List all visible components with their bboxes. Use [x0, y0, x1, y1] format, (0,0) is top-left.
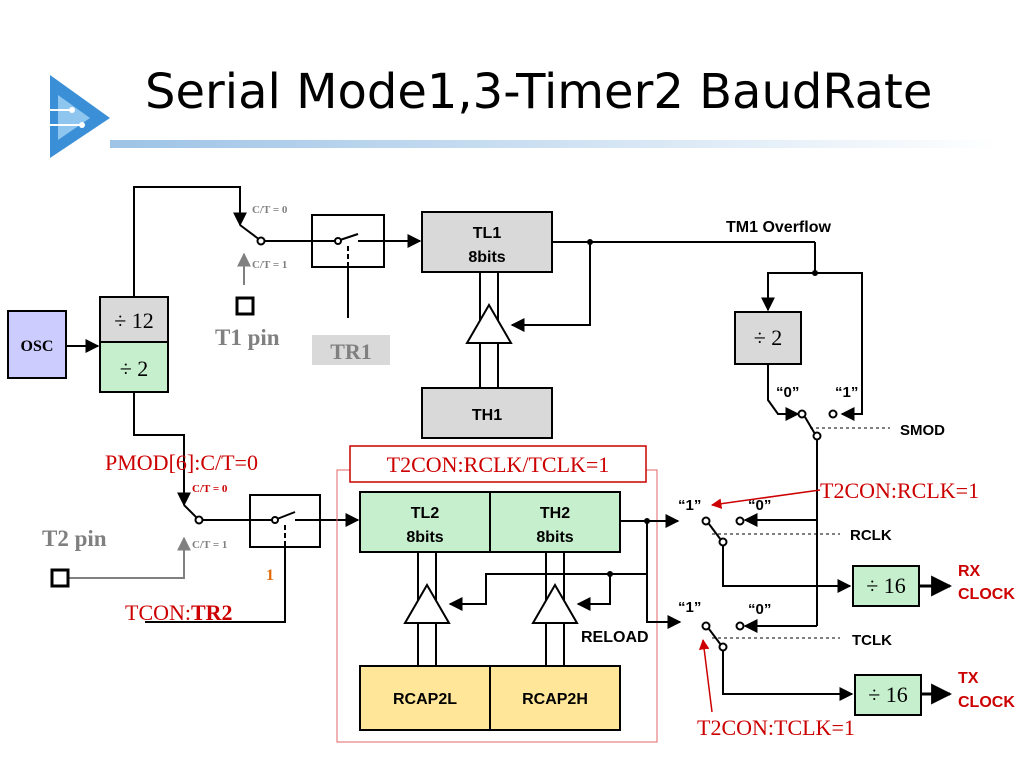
tr2-one-label: 1: [266, 567, 274, 584]
rcap2l-label: RCAP2L: [393, 691, 457, 708]
tx-clock-line2: CLOCK: [958, 694, 1015, 711]
smod-q0-label: “0”: [776, 384, 799, 401]
tx-clock-line1: TX: [958, 670, 979, 687]
div16-tx-label: ÷ 16: [868, 682, 908, 707]
th1-label: TH1: [472, 407, 502, 424]
tl2-block: [359, 491, 491, 553]
div16-rx-label: ÷ 16: [866, 573, 906, 598]
reload-label: RELOAD: [581, 629, 649, 646]
div12-label: ÷ 12: [114, 308, 154, 333]
rcap2h-label: RCAP2H: [522, 691, 588, 708]
t2-pin-icon: [50, 568, 70, 588]
tl1-line1: TL1: [473, 225, 502, 242]
div2-gray-label: ÷ 2: [754, 325, 783, 350]
ct0-top-label: C/T = 0: [252, 204, 288, 216]
tl1-line2: 8bits: [468, 249, 505, 266]
rcap2l-block: [359, 665, 491, 731]
tr1-label: TR1: [330, 339, 372, 364]
t1-pin-icon: [235, 296, 255, 316]
rx-clock-line2: CLOCK: [958, 586, 1015, 603]
tcon-tr2-label: TCON:TR2: [125, 600, 233, 625]
rclk-label: RCLK: [850, 527, 892, 544]
tclk-label: TCLK: [852, 632, 892, 649]
rclk-q0-label: “0”: [748, 497, 771, 514]
t2con-rclk-label: T2CON:RCLK=1: [820, 478, 979, 503]
tcon-tr2: TR2: [191, 600, 233, 625]
t2con-rclk-tclk-label: T2CON:RCLK/TCLK=1: [387, 452, 610, 477]
osc-block: [7, 310, 67, 379]
rcap2h-block: [489, 665, 621, 731]
smod-label: SMOD: [900, 422, 945, 439]
logo-icon: [48, 75, 110, 158]
rclk-q1-text: “1”: [678, 497, 701, 514]
th2-line1: TH2: [540, 505, 570, 522]
pmod-label: PMOD[6]:C/T=0: [105, 450, 258, 475]
ct1-top-label: C/T = 1: [252, 259, 287, 271]
t2-pin-label: T2 pin: [42, 526, 107, 551]
tm1-overflow-label: TM1 Overflow: [726, 219, 831, 236]
rclk-q1-label: “1”: [678, 497, 701, 514]
ct0-bottom-label: C/T = 0: [192, 483, 228, 495]
page-title: Serial Mode1,3-Timer2 BaudRate: [145, 64, 932, 120]
tclk-q1-label: “1”: [678, 599, 701, 616]
t2con-tclk-label: T2CON:TCLK=1: [697, 715, 855, 740]
t1-pin-label: T1 pin: [215, 325, 280, 350]
tclk-q0-label: “0”: [748, 601, 771, 618]
rx-clock-line1: RX: [958, 563, 981, 580]
div2-green-label: ÷ 2: [120, 356, 149, 381]
osc-label: OSC: [21, 338, 54, 355]
tcon-prefix: TCON:: [125, 600, 191, 625]
tl2-line2: 8bits: [406, 529, 443, 546]
ct1-bottom-label: C/T = 1: [192, 539, 227, 551]
smod-q1-label: “1”: [835, 384, 858, 401]
th2-line2: 8bits: [536, 529, 573, 546]
th2-block: [489, 491, 621, 553]
title-underline: [110, 140, 1000, 148]
t2con-rclk-tclk-box: [349, 445, 647, 483]
tl2-line1: TL2: [411, 505, 440, 522]
th1-block: [421, 387, 553, 439]
tr1-label-box: [312, 335, 390, 365]
div2-green-block: [99, 341, 169, 393]
